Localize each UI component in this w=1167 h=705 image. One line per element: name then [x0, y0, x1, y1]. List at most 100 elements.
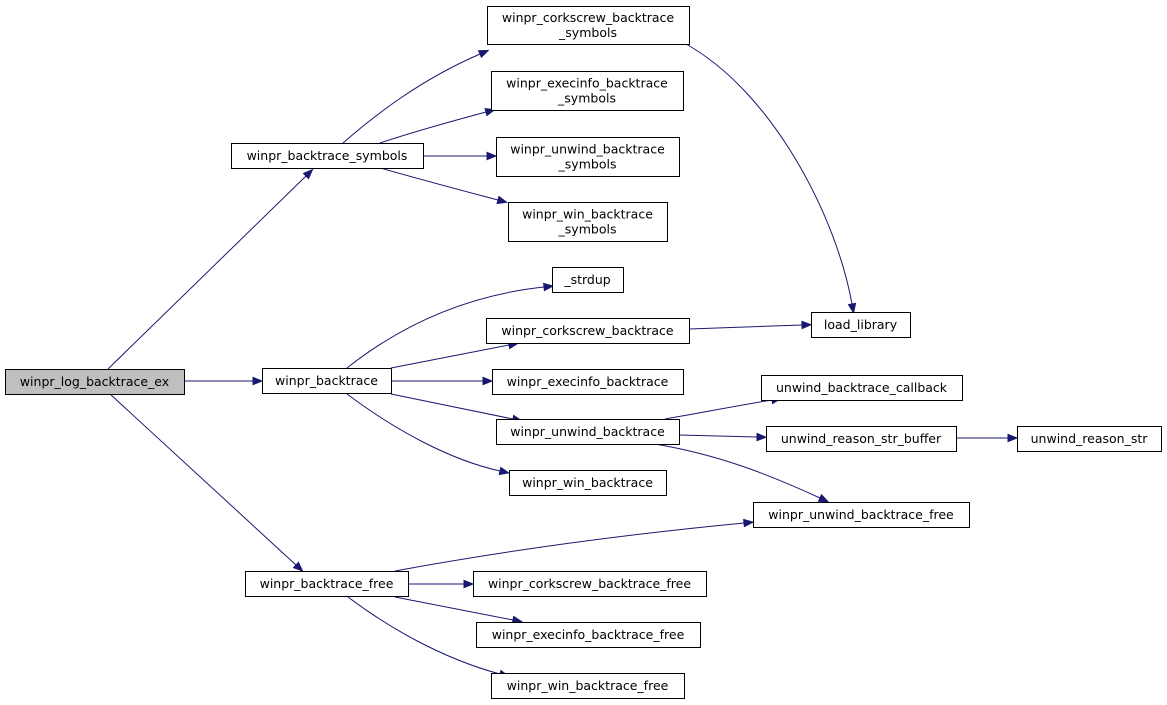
- node-box: [1017, 426, 1162, 452]
- node-label: winpr_unwind_backtrace: [510, 142, 665, 157]
- node-cork-sym[interactable]: winpr_corkscrew_backtrace_symbols: [487, 6, 690, 45]
- edge-line: [379, 167, 499, 201]
- arrow-head: [302, 168, 314, 180]
- edge-log_ex-to-bt: [184, 376, 264, 386]
- node-cork-bt[interactable]: winpr_corkscrew_backtrace: [486, 318, 690, 344]
- edge-bt_free-to-cork_free: [408, 579, 475, 589]
- edge-bt_free-to-exec_free: [394, 596, 524, 625]
- node-bt[interactable]: winpr_backtrace: [262, 368, 392, 394]
- node-box: [509, 470, 667, 496]
- node-box: [508, 202, 668, 242]
- node-box: [5, 369, 185, 395]
- node-box: [486, 318, 690, 344]
- node-unwind-bt[interactable]: winpr_unwind_backtrace: [496, 419, 680, 445]
- nodes-layer: winpr_log_backtrace_exwinpr_backtrace_sy…: [5, 6, 1162, 699]
- node-label: unwind_reason_str_buffer: [781, 431, 942, 446]
- node-label: winpr_win_backtrace: [522, 207, 653, 222]
- edge-line: [346, 286, 545, 369]
- edge-line: [394, 596, 514, 621]
- edge-line: [347, 596, 501, 675]
- node-box: [262, 368, 392, 394]
- node-load-library[interactable]: load_library: [811, 312, 911, 338]
- edge-line: [346, 393, 501, 472]
- node-label: _symbols: [558, 25, 617, 40]
- edge-log_ex-to-bt_symbols: [107, 168, 314, 370]
- edge-unwind_bt-to-unwind_free: [654, 443, 830, 503]
- edge-line: [664, 399, 773, 420]
- edge-unwind_reason_buf-to-unwind_reason: [956, 433, 1019, 443]
- edge-line: [685, 43, 853, 305]
- edge-bt-to-exec_bt: [391, 376, 494, 386]
- arrow-head: [543, 282, 555, 292]
- arrow-head: [1007, 433, 1019, 443]
- node-label: winpr_corkscrew_backtrace: [502, 10, 675, 25]
- node-box: [496, 137, 680, 177]
- edge-bt_symbols-to-exec_sym: [379, 107, 496, 144]
- node-bt-symbols[interactable]: winpr_backtrace_symbols: [231, 143, 424, 169]
- node-box: [552, 267, 624, 293]
- node-strdup[interactable]: _strdup: [552, 267, 624, 293]
- edge-line: [678, 434, 758, 438]
- arrow-head: [801, 320, 813, 330]
- node-exec-bt[interactable]: winpr_execinfo_backtrace: [492, 369, 684, 395]
- node-cork-free[interactable]: winpr_corkscrew_backtrace_free: [473, 571, 707, 597]
- node-label: _symbols: [557, 91, 616, 106]
- arrow-head: [817, 493, 830, 503]
- edge-line: [688, 324, 803, 330]
- node-box: [231, 143, 424, 169]
- edge-line: [107, 175, 307, 370]
- node-box: [245, 571, 409, 597]
- node-label: winpr_corkscrew_backtrace_free: [488, 576, 691, 591]
- node-box: [473, 571, 707, 597]
- node-win-bt[interactable]: winpr_win_backtrace: [509, 470, 667, 496]
- node-unwind-cb[interactable]: unwind_backtrace_callback: [761, 375, 963, 401]
- node-label: winpr_backtrace_free: [260, 576, 394, 591]
- node-unwind-sym[interactable]: winpr_unwind_backtrace_symbols: [496, 137, 680, 177]
- arrow-head: [292, 561, 304, 573]
- edge-line: [109, 393, 297, 566]
- node-log-ex[interactable]: winpr_log_backtrace_ex: [5, 369, 185, 395]
- edge-cork_sym-to-load_library: [685, 43, 857, 315]
- node-unwind-free[interactable]: winpr_unwind_backtrace_free: [753, 502, 970, 528]
- edge-bt_symbols-to-unwind_sym: [423, 151, 498, 161]
- edge-line: [394, 522, 745, 572]
- node-box: [811, 312, 911, 338]
- edge-line: [390, 344, 510, 369]
- edge-cork_bt-to-load_library: [688, 320, 813, 330]
- node-exec-free[interactable]: winpr_execinfo_backtrace_free: [476, 622, 701, 648]
- node-box: [766, 426, 957, 452]
- node-label: winpr_backtrace: [275, 373, 378, 388]
- node-label: winpr_log_backtrace_ex: [20, 374, 169, 389]
- node-label: _symbols: [558, 222, 617, 237]
- node-label: winpr_win_backtrace_free: [507, 678, 669, 693]
- node-win-sym[interactable]: winpr_win_backtrace_symbols: [508, 202, 668, 242]
- node-unwind-reason[interactable]: unwind_reason_str: [1017, 426, 1162, 452]
- node-bt-free[interactable]: winpr_backtrace_free: [245, 571, 409, 597]
- arrow-head: [756, 432, 768, 442]
- edge-bt-to-win_bt: [346, 393, 511, 476]
- edge-line: [342, 53, 481, 144]
- edge-line: [390, 393, 514, 420]
- edge-bt-to-cork_bt: [390, 340, 520, 369]
- node-label: winpr_execinfo_backtrace: [507, 374, 669, 389]
- node-box: [492, 369, 684, 395]
- edge-line: [379, 111, 487, 144]
- edge-bt-to-unwind_bt: [390, 393, 524, 424]
- node-label: winpr_execinfo_backtrace_free: [492, 627, 685, 642]
- node-box: [491, 71, 684, 111]
- node-box: [496, 419, 680, 445]
- arrow-head: [482, 376, 494, 386]
- node-win-free[interactable]: winpr_win_backtrace_free: [491, 673, 685, 699]
- node-label: winpr_execinfo_backtrace: [506, 76, 668, 91]
- node-box: [753, 502, 970, 528]
- node-unwind-reason-buf[interactable]: unwind_reason_str_buffer: [766, 426, 957, 452]
- node-label: winpr_win_backtrace: [522, 475, 653, 490]
- arrow-head: [463, 579, 475, 589]
- node-label: unwind_backtrace_callback: [776, 380, 948, 395]
- arrow-head: [252, 376, 264, 386]
- node-exec-sym[interactable]: winpr_execinfo_backtrace_symbols: [491, 71, 684, 111]
- arrow-head: [477, 49, 490, 59]
- node-label: winpr_backtrace_symbols: [247, 148, 408, 163]
- node-label: winpr_corkscrew_backtrace: [501, 323, 674, 338]
